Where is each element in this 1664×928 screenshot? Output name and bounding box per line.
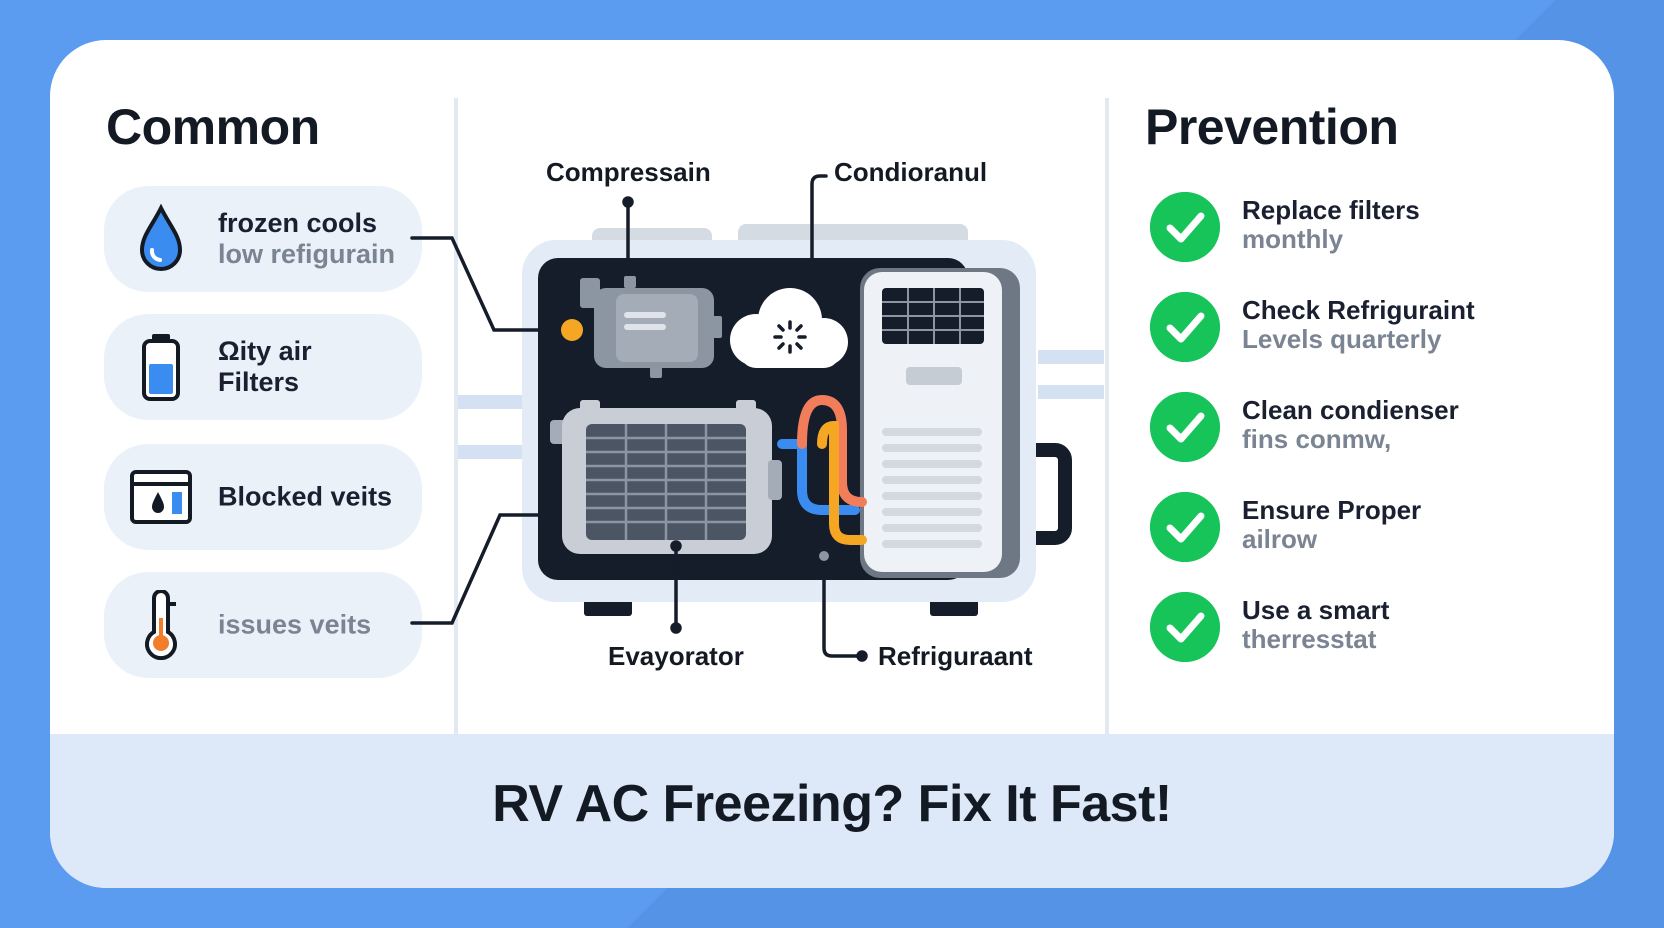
- ac-unit-diagram: [410, 174, 1104, 662]
- cause-text: Ωity air Filters: [218, 336, 312, 397]
- water-drop-icon: [139, 204, 183, 271]
- condenser-display: [906, 367, 962, 385]
- left-divider: [454, 98, 458, 734]
- cause-item-dirty-filters: Ωity air Filters: [104, 314, 422, 420]
- cause-text: issues veits: [218, 609, 372, 640]
- pipe-right-top: [1038, 350, 1104, 364]
- right-divider: [1105, 98, 1109, 734]
- check-icon: [1150, 492, 1220, 562]
- side-handle: [1035, 443, 1072, 545]
- label-condenser: Condioranul: [834, 157, 988, 187]
- pipe-right-bottom: [1038, 385, 1104, 399]
- sensor-dot: [819, 551, 829, 561]
- common-causes-title: Common: [106, 99, 320, 155]
- cause-item-frozen-coils: frozen cools low refigurain: [104, 186, 422, 292]
- snowflake-cloud-icon: [730, 288, 848, 368]
- footer-banner: RV AC Freezing? Fix It Fast!: [50, 734, 1614, 888]
- connector-frozen-coils: [410, 236, 542, 332]
- check-icon: [1150, 292, 1220, 362]
- vent-icon: [130, 470, 192, 524]
- infographic-card: Common Prevention frozen cools low refig…: [50, 40, 1614, 888]
- evaporator-component: [550, 400, 782, 554]
- thermometer-icon: [145, 590, 177, 660]
- prevention-title: Prevention: [1145, 99, 1399, 155]
- cause-text: frozen cools low refigurain: [218, 208, 396, 269]
- footer-title: RV AC Freezing? Fix It Fast!: [492, 775, 1172, 833]
- refrigerant-line-blue: [777, 439, 860, 515]
- label-evaporator: Evayorator: [608, 641, 744, 671]
- leader-condenser: [810, 174, 828, 264]
- pipe-left-bottom: [458, 445, 524, 459]
- connector-thermostat: [410, 513, 542, 625]
- refrigerant-line-red: [797, 394, 867, 507]
- check-icon: [1150, 592, 1220, 662]
- cause-item-blocked-vents: Blocked veits: [104, 444, 422, 550]
- pipe-left-top: [458, 395, 524, 409]
- label-refrigerant: Refriguraant: [878, 641, 1033, 671]
- check-icon: [1150, 192, 1220, 262]
- label-compressor: Compressain: [546, 157, 711, 187]
- refrigerant-line-orange: [817, 420, 867, 545]
- compressor-component: [561, 276, 722, 378]
- check-icon: [1150, 392, 1220, 462]
- cause-item-thermostat-issues: issues veits: [104, 572, 422, 678]
- leader-refrigerant: [822, 576, 864, 658]
- battery-icon: [142, 334, 180, 401]
- cause-text: Blocked veits: [218, 481, 393, 512]
